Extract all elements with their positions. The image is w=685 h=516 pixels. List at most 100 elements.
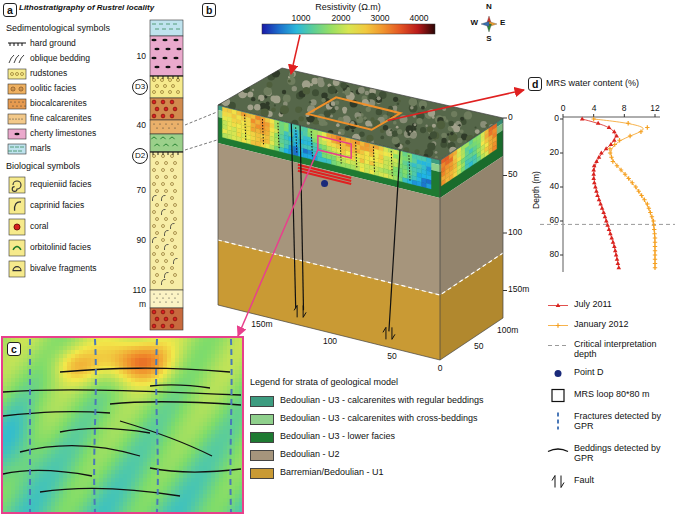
gpr-section: [151, 450, 155, 454]
gpr-section: [131, 434, 135, 438]
gpr-section: [71, 506, 75, 510]
gpr-section: [171, 410, 175, 414]
gpr-section: [163, 414, 167, 418]
gpr-section: [67, 466, 71, 470]
gpr-section: [43, 438, 47, 442]
gpr-section: [63, 506, 67, 510]
gpr-section: [75, 418, 79, 422]
gpr-section: [107, 410, 111, 414]
gpr-section: [119, 350, 123, 354]
gpr-section: [147, 446, 151, 450]
gpr-section: [55, 454, 59, 458]
gpr-section: [71, 342, 75, 346]
gpr-section: [139, 502, 143, 506]
gpr-section: [75, 382, 79, 386]
gpr-section: [147, 410, 151, 414]
gpr-section: [43, 494, 47, 498]
gpr-section: [111, 498, 115, 502]
gpr-section: [31, 406, 35, 410]
gpr-section: [79, 394, 83, 398]
gpr-section: [15, 398, 19, 402]
gpr-section: [131, 354, 135, 358]
gpr-section: [163, 462, 167, 466]
gpr-section: [179, 370, 183, 374]
gpr-section: [23, 446, 27, 450]
gpr-section: [103, 506, 107, 510]
gpr-section: [71, 378, 75, 382]
gpr-section: [103, 482, 107, 486]
gpr-section: [103, 434, 107, 438]
gpr-section: [59, 338, 63, 342]
gpr-section: [119, 346, 123, 350]
gpr-section: [91, 378, 95, 382]
gpr-section: [83, 470, 87, 474]
gpr-section: [115, 406, 119, 410]
gpr-section: [47, 382, 51, 386]
gpr-section: [63, 446, 67, 450]
gpr-section: [107, 498, 111, 502]
gpr-section: [71, 478, 75, 482]
gpr-section: [59, 454, 63, 458]
gpr-section: [115, 442, 119, 446]
gpr-section: [75, 430, 79, 434]
gpr-section: [71, 402, 75, 406]
gpr-section: [131, 458, 135, 462]
gpr-section: [63, 366, 67, 370]
gpr-section: [11, 454, 15, 458]
gpr-section: [23, 490, 27, 494]
gpr-section: [99, 434, 103, 438]
gpr-section: [3, 434, 7, 438]
gpr-section: [51, 450, 55, 454]
gpr-section: [143, 362, 147, 366]
gpr-section: [71, 446, 75, 450]
gpr-section: [43, 370, 47, 374]
gpr-section: [179, 362, 183, 366]
gpr-section: [47, 442, 51, 446]
gpr-section: [7, 438, 11, 442]
gpr-section: [135, 494, 139, 498]
gpr-section: [111, 490, 115, 494]
gpr-section: [175, 346, 179, 350]
gpr-section: [47, 366, 51, 370]
gpr-section: [143, 494, 147, 498]
gpr-section: [151, 454, 155, 458]
gpr-section: [47, 434, 51, 438]
gpr-section: [63, 414, 67, 418]
gpr-section: [163, 350, 167, 354]
gpr-section: [163, 410, 167, 414]
gpr-section: [59, 362, 63, 366]
gpr-section: [19, 454, 23, 458]
gpr-section: [59, 390, 63, 394]
gpr-section: [75, 458, 79, 462]
gpr-section: [119, 458, 123, 462]
gpr-section: [7, 458, 11, 462]
gpr-section: [171, 482, 175, 486]
gpr-section: [143, 394, 147, 398]
gpr-section: [139, 386, 143, 390]
gpr-section: [59, 378, 63, 382]
gpr-section: [31, 486, 35, 490]
gpr-section: [139, 394, 143, 398]
gpr-section: [35, 466, 39, 470]
gpr-section: [19, 458, 23, 462]
gpr-section: [79, 450, 83, 454]
gpr-section: [35, 374, 39, 378]
gpr-section: [79, 414, 83, 418]
gpr-section: [19, 502, 23, 506]
gpr-section: [175, 462, 179, 466]
gpr-section: [83, 462, 87, 466]
gpr-section: [135, 338, 139, 342]
gpr-section: [7, 478, 11, 482]
gpr-section: [51, 506, 55, 510]
gpr-section: [127, 498, 131, 502]
gpr-section: [163, 354, 167, 358]
gpr-section: [171, 406, 175, 410]
gpr-section: [131, 414, 135, 418]
gpr-section: [67, 382, 71, 386]
gpr-section: [87, 454, 91, 458]
gpr-section: [83, 350, 87, 354]
gpr-section: [43, 418, 47, 422]
gpr-section: [87, 394, 91, 398]
gpr-section: [163, 474, 167, 478]
gpr-section: [143, 498, 147, 502]
